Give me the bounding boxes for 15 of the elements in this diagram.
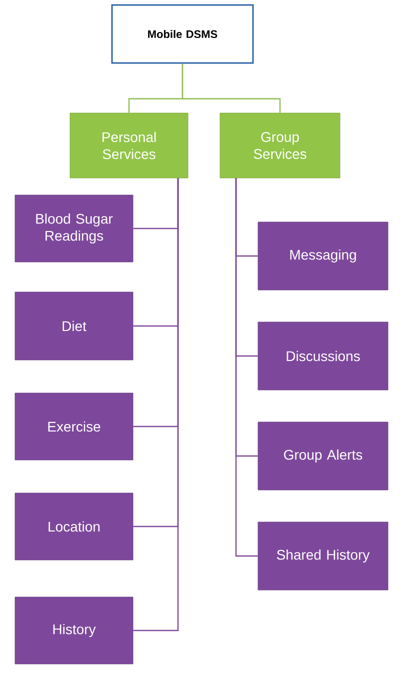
category-box: Personal Services — [70, 112, 188, 178]
root-box: Mobile DSMS — [111, 4, 254, 64]
item-box: Messaging — [258, 222, 388, 290]
item-box: Discussions — [258, 322, 388, 390]
item-box: Shared History — [258, 522, 388, 590]
category-box: Group Services — [220, 112, 340, 178]
connector — [133, 178, 179, 632]
item-box: Location — [14, 492, 134, 560]
item-box: Diet — [14, 292, 134, 360]
connector — [182, 64, 281, 113]
item-box: History — [14, 596, 134, 664]
item-box: Blood Sugar Readings — [14, 194, 134, 262]
item-box: Exercise — [14, 392, 134, 460]
item-box: Group Alerts — [258, 422, 388, 490]
connector — [235, 178, 258, 557]
